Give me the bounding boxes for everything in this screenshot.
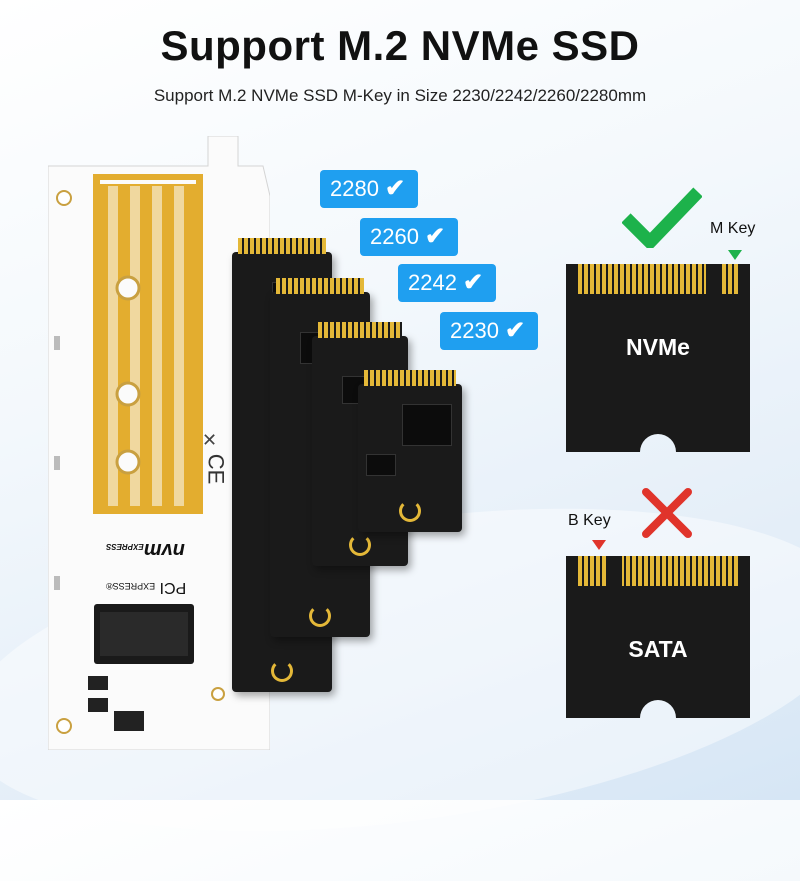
badge-2280: 2280✔ [320,170,418,208]
thermal-pad-grid [108,186,184,506]
b-key-contacts [576,556,740,586]
nvme-label: NVMe [626,334,690,360]
page-title: Support M.2 NVMe SSD [160,22,640,69]
b-key-label: B Key [568,512,611,529]
ce-mark: CE [203,453,229,485]
ssd-2230 [358,370,462,532]
sata-cross-icon [642,488,692,538]
badge-2242: 2242✔ [398,264,496,302]
check-icon: ✔ [384,175,406,202]
check-icon: ✔ [462,269,484,296]
badge-2230: 2230✔ [440,312,538,350]
check-icon: ✔ [504,317,526,344]
b-key-triangle-icon [592,540,606,550]
m-key-contacts [576,264,740,294]
check-icon: ✔ [424,223,446,250]
nvm-logo: nvmEXPRESS [106,539,185,561]
nvme-check-icon [622,187,702,248]
m-key-label: M Key [710,220,756,237]
badge-2260: 2260✔ [360,218,458,256]
sata-ssd-card: SATA [566,556,750,718]
pcie-adapter-card [48,136,270,750]
weee-bin-icon: ✕ [202,430,218,450]
m-key-triangle-icon [728,250,742,260]
pci-express-logo: PCI EXPRESS® [106,579,187,596]
sata-label: SATA [628,636,688,662]
page-subtitle: Support M.2 NVMe SSD M-Key in Size 2230/… [153,86,647,105]
nvme-ssd-card: NVMe [566,264,750,452]
